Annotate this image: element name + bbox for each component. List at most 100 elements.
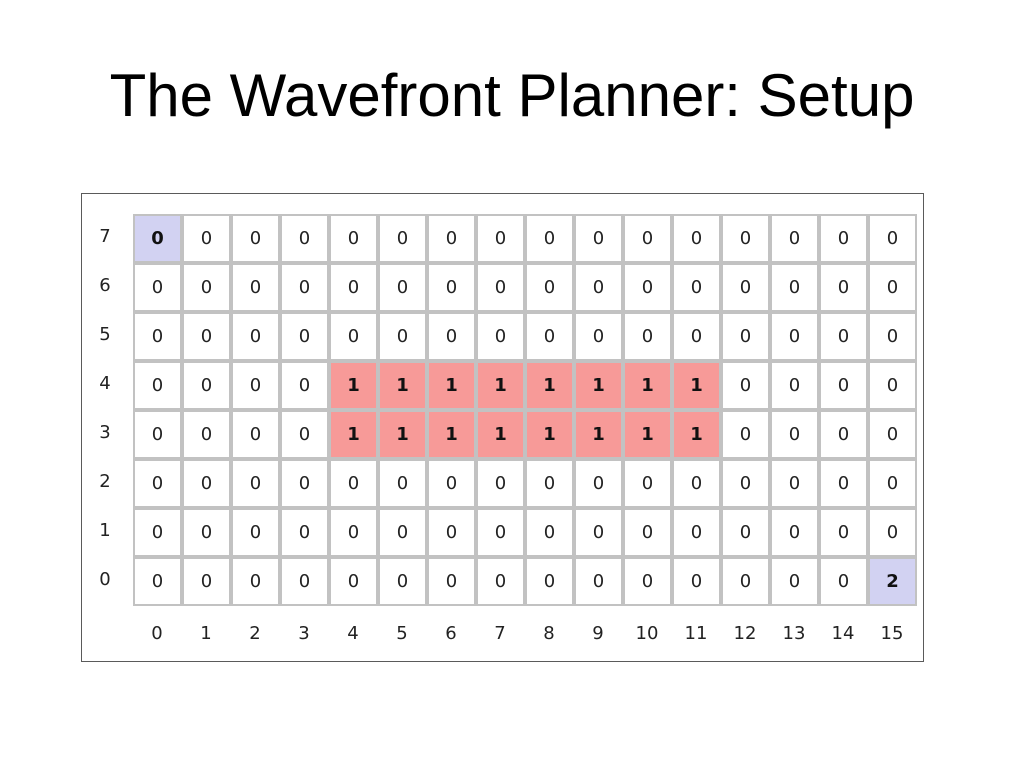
grid-cell: 0 [819, 214, 868, 263]
x-axis-label: 8 [543, 623, 555, 644]
grid-cell: 0 [329, 263, 378, 312]
grid-cell: 0 [770, 361, 819, 410]
x-axis-label: 6 [445, 623, 457, 644]
grid-cell: 0 [672, 508, 721, 557]
grid-cell: 0 [329, 557, 378, 606]
grid-cell: 0 [721, 312, 770, 361]
grid-cell: 0 [672, 312, 721, 361]
obstacle-cell: 1 [574, 361, 623, 410]
grid-cell: 0 [231, 508, 280, 557]
grid-cell: 0 [721, 508, 770, 557]
x-axis-label: 9 [592, 623, 604, 644]
grid-cell: 0 [770, 214, 819, 263]
grid-cell: 0 [868, 508, 917, 557]
grid-cell: 0 [721, 263, 770, 312]
grid-cell: 0 [476, 557, 525, 606]
grid-cell: 0 [770, 410, 819, 459]
grid-cell: 0 [427, 508, 476, 557]
grid-cell: 0 [280, 361, 329, 410]
grid-cell: 0 [329, 508, 378, 557]
grid-cell: 0 [672, 263, 721, 312]
x-axis-label: 14 [831, 623, 855, 644]
grid-cell: 0 [525, 508, 574, 557]
grid-cell: 0 [721, 214, 770, 263]
y-axis-label: 6 [99, 275, 111, 296]
obstacle-cell: 1 [672, 361, 721, 410]
obstacle-cell: 1 [476, 361, 525, 410]
grid-cell: 0 [427, 557, 476, 606]
grid-cell: 0 [721, 459, 770, 508]
grid-cell: 0 [231, 312, 280, 361]
grid-cell: 0 [868, 214, 917, 263]
grid-cell: 0 [133, 263, 182, 312]
grid-cell: 0 [868, 312, 917, 361]
grid-cell: 0 [721, 361, 770, 410]
grid-cell: 0 [427, 214, 476, 263]
grid-cell: 0 [623, 312, 672, 361]
grid-cell: 0 [476, 312, 525, 361]
x-axis-label: 2 [249, 623, 261, 644]
grid-cell: 0 [329, 312, 378, 361]
grid-cell: 0 [182, 263, 231, 312]
x-axis-label: 3 [298, 623, 310, 644]
grid-cell: 0 [378, 312, 427, 361]
grid-cell: 0 [280, 214, 329, 263]
grid-cell: 0 [574, 263, 623, 312]
grid-cell: 0 [525, 214, 574, 263]
grid-cell: 0 [329, 214, 378, 263]
grid-cell: 0 [231, 263, 280, 312]
x-axis-label: 15 [880, 623, 904, 644]
grid-cell: 0 [231, 459, 280, 508]
grid-cell: 0 [770, 312, 819, 361]
grid-cell: 0 [525, 557, 574, 606]
grid-cell: 0 [280, 459, 329, 508]
grid-cell: 0 [819, 459, 868, 508]
x-axis-label: 0 [151, 623, 163, 644]
grid-cell: 0 [525, 312, 574, 361]
x-axis-label: 5 [396, 623, 408, 644]
grid-cell: 0 [329, 459, 378, 508]
grid-cell: 0 [133, 312, 182, 361]
grid-cell: 0 [574, 508, 623, 557]
x-axis-label: 1 [200, 623, 212, 644]
grid-cell: 0 [378, 508, 427, 557]
x-axis-label: 10 [635, 623, 659, 644]
y-axis-label: 5 [99, 324, 111, 345]
grid-cell: 0 [182, 410, 231, 459]
grid-cell: 0 [133, 508, 182, 557]
x-axis-label: 13 [782, 623, 806, 644]
grid-cell: 0 [770, 508, 819, 557]
obstacle-cell: 1 [378, 361, 427, 410]
grid-cell: 0 [378, 557, 427, 606]
grid-cell: 0 [182, 214, 231, 263]
obstacle-cell: 1 [574, 410, 623, 459]
y-axis-label: 2 [99, 471, 111, 492]
grid-cell: 0 [280, 557, 329, 606]
y-axis-label: 7 [99, 226, 111, 247]
grid-cell: 0 [574, 312, 623, 361]
grid-cell: 0 [868, 263, 917, 312]
grid-cell: 0 [280, 410, 329, 459]
y-axis-label: 0 [99, 569, 111, 590]
grid-cell: 0 [280, 312, 329, 361]
grid-cell: 0 [868, 459, 917, 508]
obstacle-cell: 1 [378, 410, 427, 459]
grid-cell: 0 [819, 312, 868, 361]
obstacle-cell: 1 [672, 410, 721, 459]
obstacle-cell: 1 [623, 410, 672, 459]
grid-cell: 0 [672, 557, 721, 606]
grid-cell: 0 [476, 508, 525, 557]
grid-cell: 0 [182, 312, 231, 361]
y-axis-label: 1 [99, 520, 111, 541]
grid-cell: 0 [623, 459, 672, 508]
grid-cell: 0 [231, 214, 280, 263]
grid-cell: 0 [574, 459, 623, 508]
grid-cell: 0 [623, 557, 672, 606]
obstacle-cell: 1 [329, 410, 378, 459]
grid-cell: 0 [476, 214, 525, 263]
obstacle-cell: 1 [427, 361, 476, 410]
grid-cell: 0 [525, 263, 574, 312]
grid-cell: 0 [868, 361, 917, 410]
grid-cell: 0 [819, 361, 868, 410]
